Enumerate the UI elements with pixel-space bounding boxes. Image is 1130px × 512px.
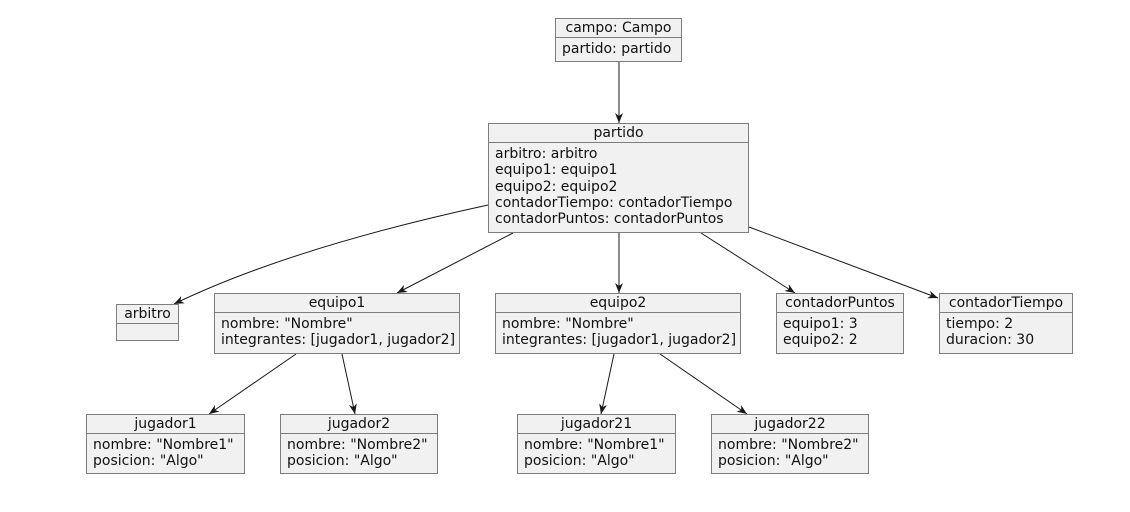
attribute-row: contadorPuntos: contadorPuntos <box>495 211 724 228</box>
arrowhead-jugador1 <box>209 405 220 414</box>
attribute-row: nombre: "Nombre2" <box>287 437 428 453</box>
arrowhead-contadorPuntos <box>784 284 795 293</box>
object-title: jugador22 <box>712 415 868 434</box>
object-title: jugador1 <box>87 415 244 434</box>
attribute-row: nombre: "Nombre" <box>221 316 353 332</box>
object-title: equipo1 <box>215 294 459 313</box>
object-title: jugador21 <box>518 415 675 434</box>
object-contadorPuntos[interactable]: contadorPuntos equipo1: 3 equipo2: 2 <box>776 293 904 354</box>
arrowhead-equipo1 <box>397 284 408 293</box>
object-title: contadorPuntos <box>777 294 903 313</box>
arrowhead-arbitro <box>174 296 185 304</box>
object-title: partido <box>489 124 748 143</box>
attribute-row: posicion: "Algo" <box>93 453 204 470</box>
attribute-row: equipo1: equipo1 <box>495 162 618 179</box>
edge-partido-to-contadorTiempo <box>748 226 939 299</box>
edge-equipo2-to-jugador22 <box>659 353 748 415</box>
attribute-row: nombre: "Nombre" <box>502 316 634 332</box>
object-jugador2[interactable]: jugador2 nombre: "Nombre2" posicion: "Al… <box>280 414 438 474</box>
attribute-row: tiempo: 2 <box>946 316 1014 332</box>
object-title: equipo2 <box>496 294 740 313</box>
object-contadorTiempo[interactable]: contadorTiempo tiempo: 2 duracion: 30 <box>939 293 1073 354</box>
attribute-row: integrantes: [jugador1, jugador2] <box>502 332 737 349</box>
arrowhead-partido <box>615 113 623 123</box>
edge-partido-to-arbitro <box>173 204 489 305</box>
object-equipo2[interactable]: equipo2 nombre: "Nombre" integrantes: [j… <box>495 293 741 354</box>
arrowhead-contadorTiempo <box>927 290 938 299</box>
object-jugador21[interactable]: jugador21 nombre: "Nombre1" posicion: "A… <box>517 414 676 474</box>
attribute-row: equipo1: 3 <box>783 316 858 332</box>
attribute-row: partido: partido <box>562 41 672 57</box>
attribute-row: posicion: "Algo" <box>287 453 398 470</box>
attribute-row: equipo2: equipo2 <box>495 178 618 195</box>
attribute-row: nombre: "Nombre1" <box>93 437 234 453</box>
attribute-row: contadorTiempo: contadorTiempo <box>495 194 733 211</box>
object-partido[interactable]: partido arbitro: arbitro equipo1: equipo… <box>488 123 749 233</box>
object-title: campo: Campo <box>556 19 681 38</box>
edge-equipo1-to-jugador2 <box>341 353 356 415</box>
edge-partido-to-contadorPuntos <box>700 232 796 294</box>
attribute-row: arbitro: arbitro <box>495 146 598 162</box>
arrowhead-jugador21 <box>599 403 608 414</box>
edge-equipo2-to-jugador21 <box>600 353 615 415</box>
attribute-row: nombre: "Nombre2" <box>718 437 859 453</box>
object-campo[interactable]: campo: Campo partido: partido <box>555 18 682 62</box>
edge-partido-to-equipo1 <box>396 232 514 294</box>
edge-equipo1-to-jugador1 <box>208 353 297 415</box>
attribute-row: integrantes: [jugador1, jugador2] <box>221 332 456 349</box>
object-title: contadorTiempo <box>940 294 1072 313</box>
arrowhead-jugador2 <box>348 403 357 414</box>
object-arbitro[interactable]: arbitro <box>116 304 179 341</box>
object-title: jugador2 <box>281 415 437 434</box>
attribute-row: nombre: "Nombre1" <box>524 437 665 453</box>
object-title: arbitro <box>117 305 178 324</box>
attribute-row: equipo2: 2 <box>783 332 858 349</box>
object-jugador1[interactable]: jugador1 nombre: "Nombre1" posicion: "Al… <box>86 414 245 474</box>
object-equipo1[interactable]: equipo1 nombre: "Nombre" integrantes: [j… <box>214 293 460 354</box>
arrowhead-jugador22 <box>736 405 747 414</box>
arrowhead-equipo2 <box>615 283 623 293</box>
attribute-row: posicion: "Algo" <box>718 453 829 470</box>
attribute-row: posicion: "Algo" <box>524 453 635 470</box>
attribute-row: duracion: 30 <box>946 332 1035 349</box>
object-jugador22[interactable]: jugador22 nombre: "Nombre2" posicion: "A… <box>711 414 869 474</box>
